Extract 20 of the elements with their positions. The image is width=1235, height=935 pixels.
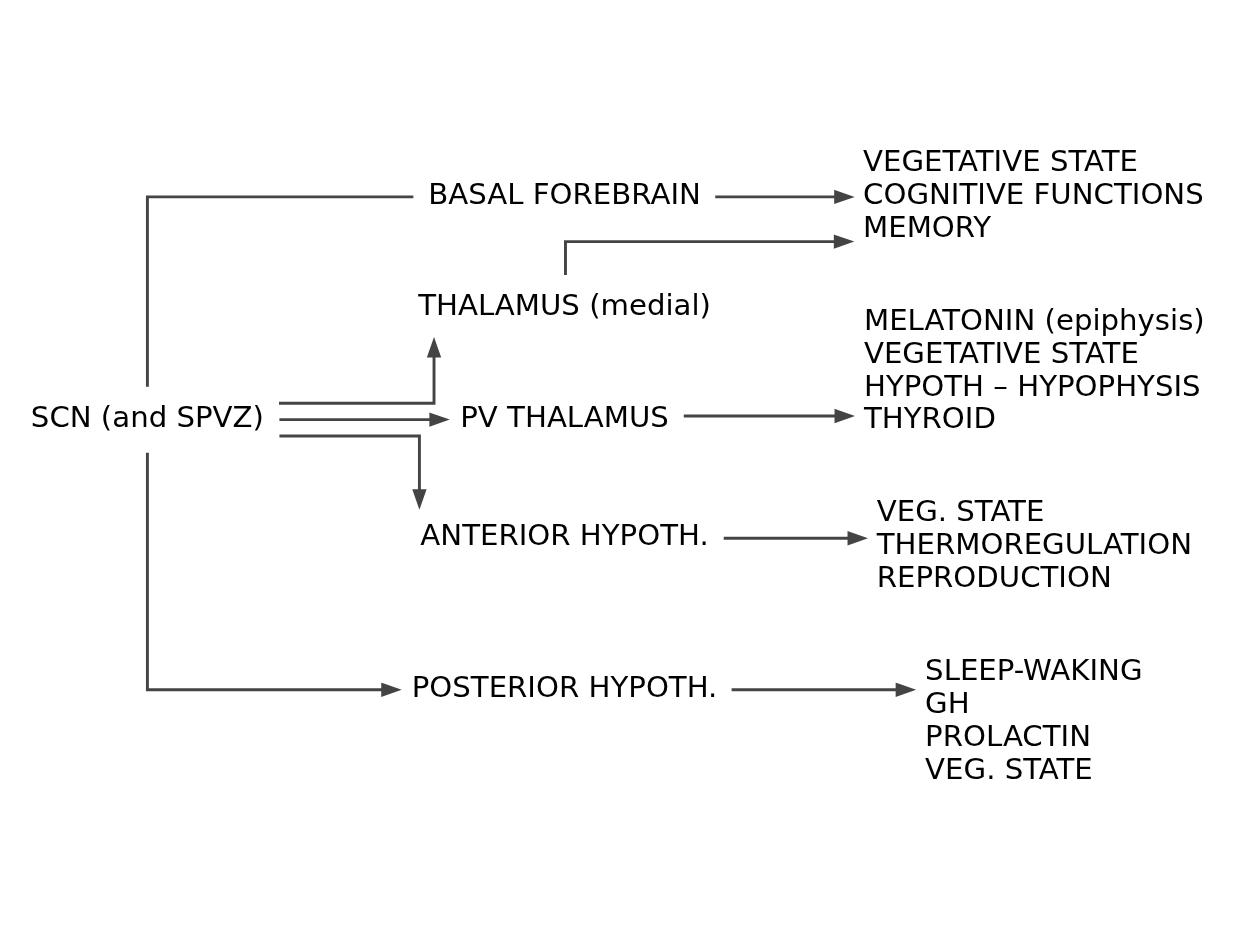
arrow [279, 336, 442, 405]
arrow [723, 530, 868, 545]
arrow [279, 411, 450, 427]
node-text: VEG. STATE THERMOREGULATION REPRODUCTION [876, 493, 1192, 594]
arrow [279, 434, 427, 510]
arrow [683, 408, 855, 423]
connector [145, 194, 414, 387]
arrow [145, 452, 402, 697]
node-text: SLEEP-WAKING GH PROLACTIN VEG. STATE [925, 652, 1143, 786]
arrow [731, 682, 917, 697]
node-text: SCN (and SPVZ) [30, 399, 264, 434]
node-text: VEGETATIVE STATE COGNITIVE FUNCTIONS MEMORY [863, 143, 1204, 244]
node-text: BASAL FOREBRAIN [428, 176, 701, 211]
node-text: THALAMUS (medial) [418, 287, 711, 322]
node-text: PV THALAMUS [460, 399, 669, 434]
arrow [715, 189, 855, 204]
node-text: POSTERIOR HYPOTH. [411, 669, 718, 704]
node-text: MELATONIN (epiphysis) VEGETATIVE STATE HYPOTH – HYPOPHYSIS THYROID [863, 302, 1205, 435]
node-text: ANTERIOR HYPOTH. [420, 517, 709, 552]
arrow [564, 233, 855, 275]
